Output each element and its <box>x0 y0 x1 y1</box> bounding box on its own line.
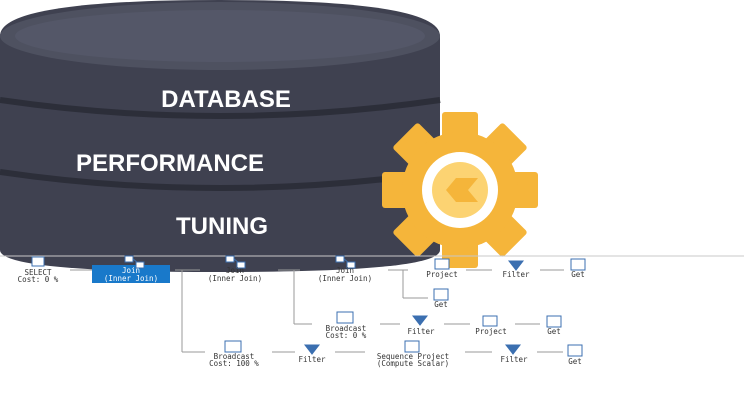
node-get2: Get <box>434 300 448 309</box>
node-broadcast2-line1: Broadcast <box>214 352 255 361</box>
node-select-line2: Cost: 0 % <box>18 275 59 284</box>
node-broadcast1-line1: Broadcast <box>326 324 367 333</box>
project-icon <box>482 315 498 327</box>
selected-node-highlight <box>92 265 170 283</box>
node-join3-line1: Join <box>336 266 354 275</box>
node-seqproject-line1: Sequence Project <box>377 352 449 361</box>
plan-connectors <box>70 269 564 353</box>
database-cylinder <box>0 0 441 272</box>
node-broadcast1-line2: Cost: 0 % <box>326 331 367 340</box>
broadcast-icon <box>224 340 242 353</box>
node-select-line1: SELECT <box>24 268 52 277</box>
node-broadcast2-line2: Cost: 100 % <box>209 359 259 368</box>
node-join1-line2: (Inner Join) <box>104 274 158 283</box>
node-filter3: Filter <box>298 355 326 364</box>
get-icon <box>570 258 586 271</box>
node-get4: Get <box>568 357 582 366</box>
join-icon <box>335 255 356 269</box>
join-icon <box>225 255 246 269</box>
title-tuning: TUNING <box>176 213 268 240</box>
gear-icon <box>382 112 538 268</box>
project-icon <box>434 258 450 270</box>
node-project1: Project <box>426 270 458 279</box>
join-icon <box>124 255 145 269</box>
node-filter4: Filter <box>500 355 528 364</box>
filter-icon <box>411 315 429 326</box>
filter-icon <box>504 344 522 355</box>
node-get1: Get <box>571 270 585 279</box>
select-icon <box>31 256 45 267</box>
node-join2-line2: (Inner Join) <box>208 274 262 283</box>
get-icon <box>433 288 449 301</box>
filter-icon <box>507 260 525 271</box>
title-performance: PERFORMANCE <box>76 150 264 177</box>
broadcast-icon <box>336 311 354 324</box>
node-join3-line2: (Inner Join) <box>318 274 372 283</box>
plan-icons <box>31 255 586 357</box>
node-join2-line1: Join <box>226 266 244 275</box>
get-icon <box>567 344 583 357</box>
node-get3: Get <box>547 327 561 336</box>
node-filter2: Filter <box>407 327 435 336</box>
node-filter1: Filter <box>502 270 530 279</box>
plan-labels: SELECT Cost: 0 % Join (Inner Join) Join … <box>18 266 585 368</box>
node-join1-line1: Join <box>122 266 140 275</box>
node-project2: Project <box>475 327 507 336</box>
sequence-project-icon <box>404 340 420 353</box>
get-icon <box>546 315 562 328</box>
filter-icon <box>303 344 321 355</box>
node-seqproject-line2: (Compute Scalar) <box>377 359 449 368</box>
title-database: DATABASE <box>161 86 291 113</box>
